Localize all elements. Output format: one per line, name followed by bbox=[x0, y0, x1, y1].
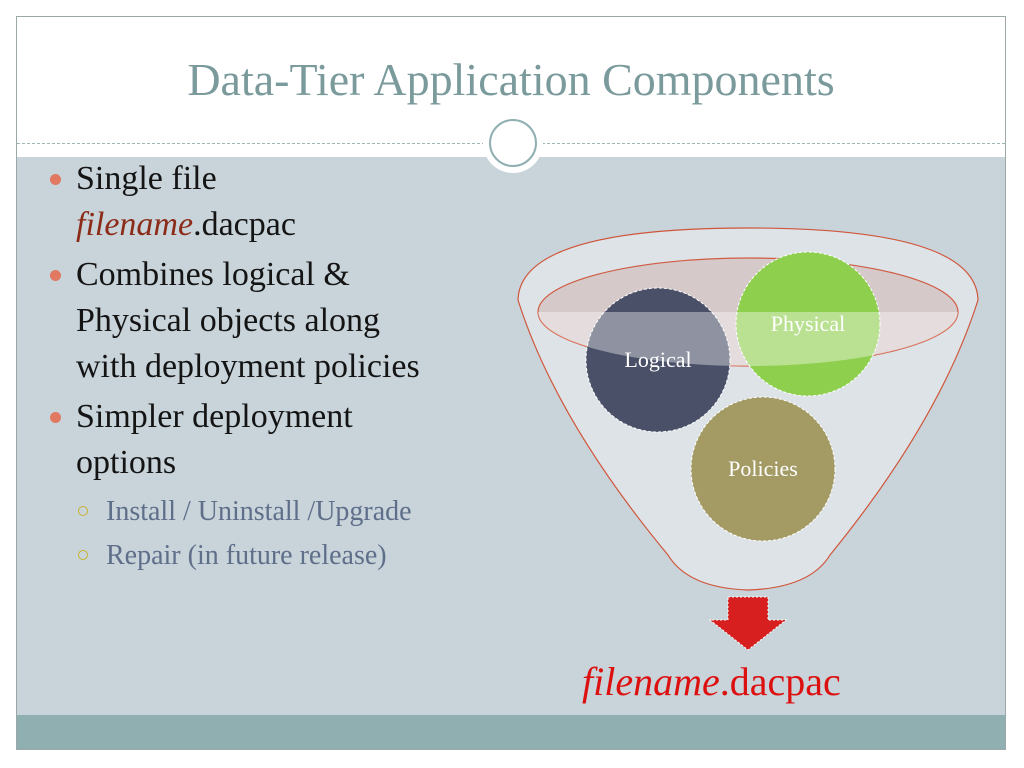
bullet-single-file: Single file filename.dacpac bbox=[48, 156, 508, 248]
bullet-line: options bbox=[76, 444, 177, 481]
rim-overlay bbox=[538, 312, 958, 366]
bullet-line: Combines logical & bbox=[76, 256, 350, 293]
bullet-dot-icon bbox=[50, 412, 61, 423]
logical-circle bbox=[585, 287, 731, 433]
bullet-line: with deployment policies bbox=[76, 348, 420, 385]
bullet-line: Simpler deployment bbox=[76, 398, 353, 435]
bullet-line: Physical objects along bbox=[76, 302, 381, 339]
physical-circle bbox=[735, 251, 881, 397]
result-filename: filename.dacpac bbox=[582, 658, 841, 705]
sub-bullet-text: Install / Uninstall /Upgrade bbox=[106, 496, 412, 527]
ornament-ring bbox=[489, 119, 537, 167]
physical-label: Physical bbox=[771, 311, 846, 336]
bullet-combines: Combines logical & Physical objects alon… bbox=[48, 252, 508, 390]
sub-bullet-text: Repair (in future release) bbox=[106, 540, 387, 571]
policies-circle bbox=[690, 396, 836, 542]
filename-italic: filename bbox=[76, 206, 194, 243]
logical-label: Logical bbox=[624, 347, 691, 372]
bullet-line: Single file bbox=[76, 160, 217, 197]
circle-ornament bbox=[483, 113, 543, 173]
sub-bullet-repair: Repair (in future release) bbox=[48, 534, 508, 578]
policies-label: Policies bbox=[728, 456, 798, 481]
sub-bullet-install: Install / Uninstall /Upgrade bbox=[48, 490, 508, 534]
bullet-deployment: Simpler deployment options bbox=[48, 394, 508, 486]
result-extension: .dacpac bbox=[719, 659, 841, 704]
bullet-dot-icon bbox=[50, 174, 61, 185]
file-extension: .dacpac bbox=[193, 206, 296, 243]
slide-title: Data-Tier Application Components bbox=[187, 54, 835, 105]
bullet-line: filename.dacpac bbox=[76, 202, 508, 248]
sub-bullet-ring-icon bbox=[78, 506, 88, 516]
result-filename-italic: filename bbox=[582, 659, 720, 704]
sub-bullet-ring-icon bbox=[78, 550, 88, 560]
bullet-dot-icon bbox=[50, 270, 61, 281]
bullet-list: Single file filename.dacpac Combines log… bbox=[48, 156, 508, 578]
footer-bar bbox=[17, 715, 1005, 749]
down-arrow-icon bbox=[708, 596, 788, 651]
